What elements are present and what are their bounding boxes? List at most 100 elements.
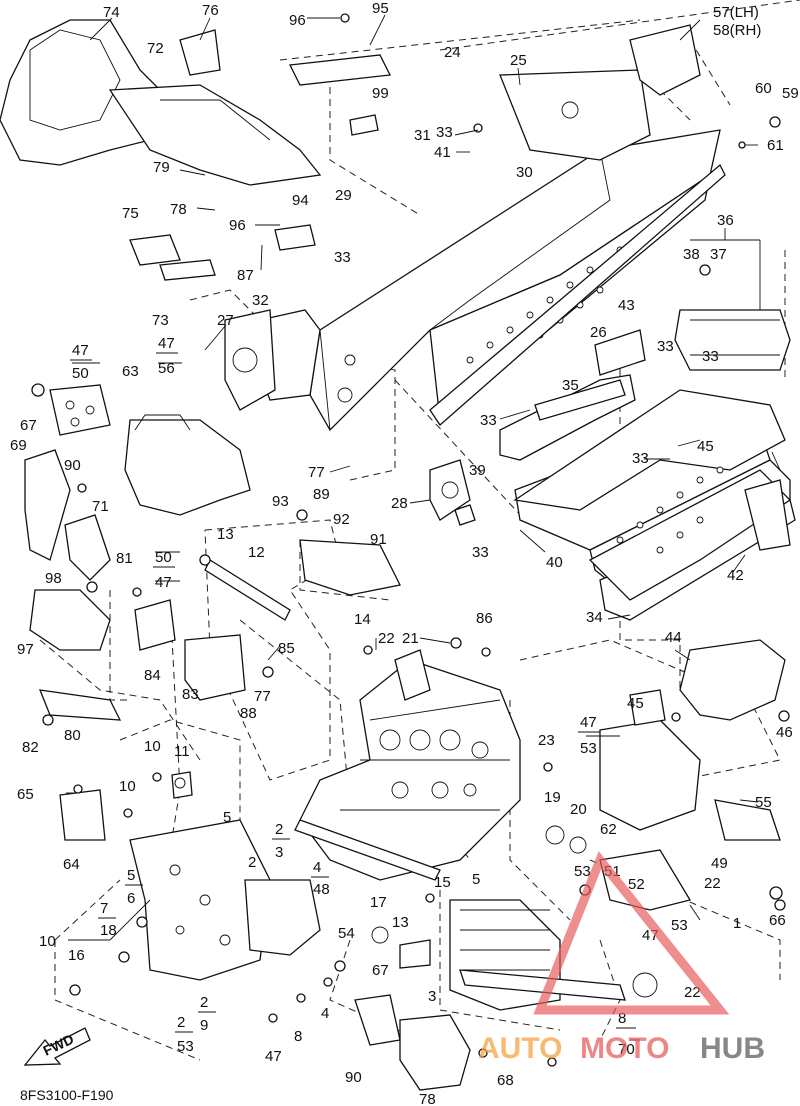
callout-label: 31 [414,127,431,144]
callout-label: 47 [158,335,175,352]
callout-label: 9 [200,1017,208,1034]
callout-label: 23 [538,732,555,749]
callout-label: 22 [684,984,701,1001]
callout-label: 56 [158,360,175,377]
callout-label: 30 [516,164,533,181]
watermark-text-3: HUB [700,1032,765,1065]
callout-label: 53 [671,917,688,934]
watermark-triangle-icon [533,851,730,1015]
callout-label: 4 [313,859,321,876]
callout-label: 95 [372,0,389,17]
callout-label: 12 [248,544,265,561]
callout-label: 19 [544,789,561,806]
callout-label: 8 [618,1010,626,1027]
callout-label: 21 [402,630,419,647]
callout-label: 2 [177,1014,185,1031]
callout-label: 24 [444,44,461,61]
callout-label: 38 [683,246,700,263]
callout-label: 13 [217,526,234,543]
callout-label: 78 [170,201,187,218]
callout-label: 7 [100,900,108,917]
watermark-text-1: AUTO [478,1032,562,1065]
callout-label: 47 [155,574,172,591]
callout-label: 96 [229,217,246,234]
callout-label: 28 [391,495,408,512]
callout-label: 69 [10,437,27,454]
callout-label: 66 [769,912,786,929]
chassis-tunnel [224,69,726,432]
watermark-text-2: MOTO [580,1032,669,1065]
callout-label: 20 [570,801,587,818]
callout-label: 2 [248,854,256,871]
callout-label: 68 [497,1072,514,1089]
engine-cradle [294,649,658,1091]
callout-label: 50 [72,365,89,382]
callout-label: 62 [600,821,617,838]
callout-label: 70 [618,1041,635,1058]
callout-label: 57(LH) [713,4,759,21]
callout-label: 25 [510,52,527,69]
callout-label: 96 [289,12,306,29]
callout-label: 92 [333,511,350,528]
callout-label: 10 [119,778,136,795]
callout-label: 43 [618,297,635,314]
callout-label: 8 [294,1028,302,1045]
callout-label: 16 [68,947,85,964]
callout-label: 76 [202,2,219,19]
callout-label: 29 [335,187,352,204]
callout-label: 61 [767,137,784,154]
fasteners [31,13,790,1067]
callout-label: 35 [562,377,579,394]
callout-label: 37 [710,246,727,263]
callout-label: 26 [590,324,607,341]
callout-label: 13 [392,914,409,931]
callout-label: 33 [632,450,649,467]
callout-label: 1 [733,915,741,932]
callout-label: 94 [292,192,309,209]
callout-label: 39 [469,462,486,479]
callout-label: 50 [155,549,172,566]
callout-label: 77 [254,688,271,705]
callout-label: 44 [665,629,682,646]
callout-label: 86 [476,610,493,627]
callout-label: 91 [370,531,387,548]
callout-label: 60 [755,80,772,97]
callout-label: 42 [727,567,744,584]
callout-label: 63 [122,363,139,380]
callout-label: 53 [574,863,591,880]
callout-label: 33 [334,249,351,266]
callout-label: 54 [338,925,355,942]
callout-label: 72 [147,40,164,57]
front-hood [0,19,701,281]
callout-label: 4 [321,1005,329,1022]
rear-frame [429,309,796,621]
callout-label: 88 [240,705,257,722]
diagram-code: 8FS3100-F190 [20,1087,114,1103]
fwd-arrow-icon: FWD [23,1027,91,1066]
callout-label: 27 [217,312,234,329]
callout-label: 18 [100,922,117,939]
callout-label: 3 [428,988,436,1005]
callout-label: 48 [313,881,330,898]
callout-label: 84 [144,667,161,684]
callout-label: 22 [378,630,395,647]
callout-label: 77 [308,464,325,481]
callout-label: 5 [127,867,135,884]
callout-label: 67 [372,962,389,979]
callout-label: 82 [22,739,39,756]
callout-label: 2 [275,821,283,838]
callout-label: 45 [697,438,714,455]
left-brackets [24,384,401,981]
callout-label: 36 [717,212,734,229]
callout-label: 65 [17,786,34,803]
callout-label: 11 [174,743,190,760]
callout-label: 85 [278,640,295,657]
callout-label: 33 [480,412,497,429]
callout-label: 5 [223,809,231,826]
reference-underlines [70,352,636,1033]
callout-label: 10 [144,738,161,755]
callout-label: 33 [436,124,453,141]
callout-label: 10 [39,933,56,950]
callout-label: 83 [182,686,199,703]
